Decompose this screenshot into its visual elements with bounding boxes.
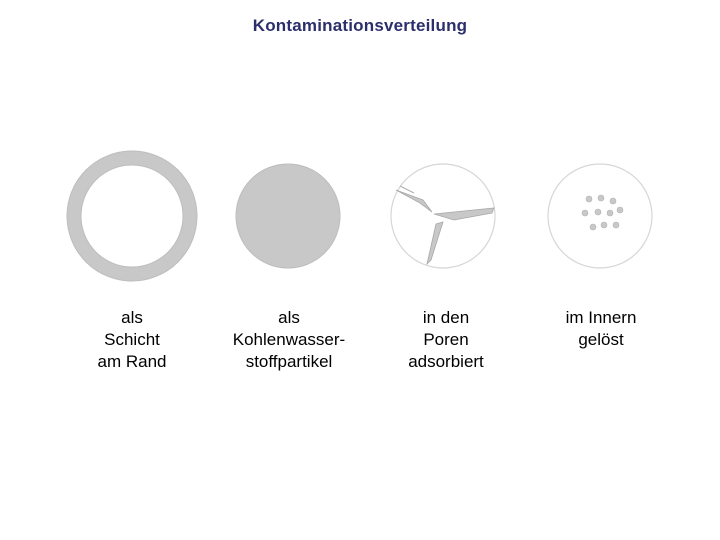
caption-line: gelöst — [578, 330, 624, 349]
dissolved-dot — [585, 195, 593, 203]
caption-line: als — [278, 308, 300, 327]
diagram-title: Kontaminationsverteilung — [252, 16, 468, 35]
caption-line: Poren — [423, 330, 469, 349]
dissolved-outline — [547, 163, 653, 269]
dissolved-dot — [594, 208, 602, 216]
caption-line: stoffpartikel — [245, 352, 333, 371]
dissolved-dots — [581, 194, 624, 231]
dissolved-figure — [547, 163, 653, 269]
caption-adsorbed-in-pores: in den Poren adsorbiert — [366, 307, 526, 373]
caption-line: adsorbiert — [408, 352, 484, 371]
caption-line: in den — [422, 308, 470, 327]
caption-layer-at-edge: als Schicht am Rand — [52, 307, 212, 373]
dissolved-dot — [600, 221, 608, 229]
dissolved-dot — [589, 223, 597, 231]
ring-outer-edge — [66, 150, 198, 282]
caption-line: Schicht — [104, 330, 160, 349]
pore-crack-hairline — [399, 185, 415, 194]
dissolved-dot — [606, 209, 614, 217]
caption-line: im Innern — [565, 308, 637, 327]
caption-hydrocarbon-particle: als Kohlenwasser- stoffpartikel — [209, 307, 369, 373]
caption-line: am Rand — [97, 352, 167, 371]
pore-crack-left — [395, 189, 433, 213]
pore-crack-right — [433, 207, 495, 221]
particle-figure — [235, 163, 341, 269]
pores-figure — [390, 163, 496, 269]
dissolved-dot — [616, 206, 624, 214]
ring-inner-edge — [80, 164, 184, 268]
contamination-ring — [67, 151, 197, 281]
dissolved-dot — [609, 197, 617, 205]
dissolved-dot — [581, 209, 589, 217]
caption-dissolved-inside: im Innern gelöst — [521, 307, 681, 351]
hydrocarbon-particle-disc — [235, 163, 341, 269]
dissolved-dot — [597, 194, 605, 202]
pore-crack-bottom — [426, 221, 444, 266]
dissolved-dot — [612, 221, 620, 229]
caption-line: als — [121, 308, 143, 327]
ring-figure — [66, 150, 198, 282]
caption-line: Kohlenwasser- — [232, 330, 346, 349]
